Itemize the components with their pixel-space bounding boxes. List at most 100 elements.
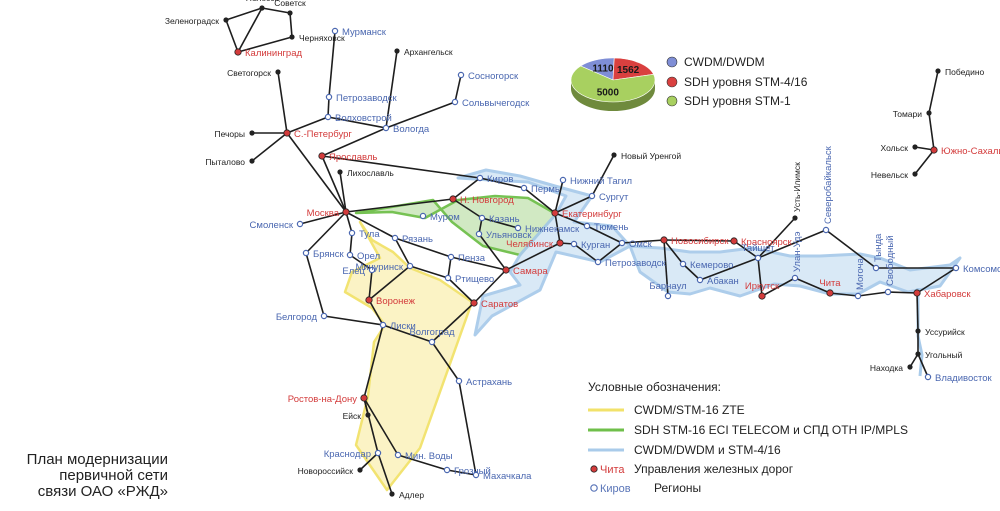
city-marker <box>451 98 459 106</box>
city-marker <box>302 249 310 257</box>
city-zelenogradsk: Зеленоградск <box>165 16 229 26</box>
city-label: Новороссийск <box>298 466 354 476</box>
rail-link-rostov-krasnodar <box>363 397 379 454</box>
city-label: Новосибирск <box>671 236 729 247</box>
city-marker <box>912 144 918 150</box>
rail-link-spb-volkhovstroy <box>286 116 329 134</box>
city-label: Мичуринск <box>355 262 403 273</box>
city-label: Ярославль <box>329 152 377 163</box>
city-marker <box>337 169 343 175</box>
city-grozny: Грозный <box>443 466 491 477</box>
rail-link-krasnodar-novorossiysk <box>359 452 379 471</box>
rail-link-severobaykalsk-tynda <box>825 229 877 269</box>
rail-link-ekaterinburg-chelyabinsk <box>554 212 561 244</box>
city-kaliningrad: Калининград <box>234 48 302 59</box>
rail-link-khabarovsk-ussuriysk <box>916 292 919 332</box>
rail-link-ugolny-vladivostok <box>917 353 929 378</box>
map-caption: План модернизации первичной сети связи О… <box>6 452 168 500</box>
city-label: Красноярск <box>741 237 793 248</box>
rail-link-novosibirsk-krasnoyarsk <box>663 239 735 242</box>
city-label: Белгород <box>276 312 318 323</box>
city-marker <box>374 449 382 457</box>
rail-link-liski-rostov <box>363 324 384 399</box>
rail-link-ulanude-chita <box>794 277 831 294</box>
city-label: Черняховск <box>299 33 345 43</box>
city-liski: Лиски <box>379 321 416 332</box>
city-label: Хабаровск <box>924 289 971 300</box>
rail-link-kurgan-petropavlovsk <box>573 243 599 263</box>
rail-link-petropavlovsk-omsk <box>597 242 623 263</box>
rail-link-yuzhno-nevelsk <box>914 149 935 175</box>
city-marker <box>249 158 255 164</box>
city-marker <box>926 110 932 116</box>
rail-link-spb-svetogorsk <box>277 71 288 134</box>
caption-line-3: связи ОАО «РЖД» <box>37 483 168 500</box>
city-chelyabinsk: Челябинск <box>506 239 564 250</box>
rail-link-ekaterinburg-surgut <box>554 195 593 214</box>
rail-link-omsk-novosibirsk <box>621 239 665 244</box>
rail-link-kazan-nizhnekamsk <box>481 217 519 229</box>
pie-legend-dot-cwdm <box>666 56 678 68</box>
city-label: Томари <box>893 109 923 119</box>
city-label: Волгоград <box>409 327 455 338</box>
city-marker <box>223 17 229 23</box>
city-marker <box>826 289 834 297</box>
city-marker <box>444 274 452 282</box>
city-label: Вологда <box>393 124 430 135</box>
city-tayshet: Тайшет <box>742 243 775 262</box>
city-label: Волховстрой <box>335 113 392 124</box>
city-label: Екатеринбург <box>562 209 622 220</box>
city-marker <box>952 264 960 272</box>
city-nevelsk: Невельск <box>871 170 918 180</box>
city-novorossiysk: Новороссийск <box>298 466 363 476</box>
city-label: Свободный <box>885 235 896 286</box>
pie-legend-dot-sdh4 <box>666 76 678 88</box>
city-severobaykalsk: Северобайкальск <box>822 145 834 234</box>
rail-link-ulyanovsk-samara <box>478 233 507 271</box>
city-marker <box>296 220 304 228</box>
rail-link-zelenogradsk-polessk <box>225 7 263 21</box>
city-omsk: Омск <box>618 239 653 250</box>
city-label: Киров <box>487 174 513 185</box>
city-marker <box>365 296 373 304</box>
legend-label-zte: CWDM/STM-16 ZTE <box>634 403 745 417</box>
city-marker <box>588 192 596 200</box>
city-nodes: ЗеленоградскПолесскСоветскЧерняховскКали… <box>165 0 1000 500</box>
city-label: Сосногорск <box>468 71 519 82</box>
city-marker <box>472 471 480 479</box>
city-marker <box>559 176 567 184</box>
city-marker <box>520 184 528 192</box>
city-belgorod: Белгород <box>276 312 328 323</box>
city-marker <box>394 451 402 459</box>
city-marker <box>476 174 484 182</box>
city-marker <box>320 312 328 320</box>
rail-link-rtishchevo-penza <box>447 256 452 279</box>
city-marker <box>325 93 333 101</box>
city-ekaterinburg: Екатеринбург <box>551 209 622 220</box>
city-krasnodar: Краснодар <box>324 449 382 460</box>
caption-line-1: План модернизации <box>26 451 168 468</box>
rail-link-astrakhan-makhachkala <box>458 380 477 476</box>
city-label: Советск <box>274 0 306 8</box>
city-pobedino: Победино <box>935 67 985 77</box>
city-label: Пыталово <box>205 157 245 167</box>
city-label: Ейск <box>343 411 362 421</box>
city-marker <box>583 222 591 230</box>
city-marker <box>907 364 913 370</box>
legend-label-hq: Управления железных дорог <box>634 462 794 476</box>
city-label: Петрозаводск <box>605 258 667 269</box>
rail-link-polessk-kaliningrad <box>237 7 263 53</box>
city-penza: Пенза <box>447 253 486 264</box>
city-minvody: Мин. Воды <box>394 451 453 462</box>
dwdm-zone-east <box>628 244 962 298</box>
city-ulanude: Улан-Удэ <box>791 231 803 282</box>
city-ntagil: Нижний Тагил <box>559 176 632 187</box>
city-marker <box>318 152 326 160</box>
city-marker <box>791 274 799 282</box>
rail-link-polessk-sovetsk <box>261 7 291 14</box>
rail-link-michurinsk-rtishchevo <box>409 265 449 279</box>
pie-legend-cwdm: CWDM/DWDM <box>684 55 765 69</box>
rail-link-michurinsk-voronezh <box>368 265 411 301</box>
city-marker <box>930 146 938 154</box>
